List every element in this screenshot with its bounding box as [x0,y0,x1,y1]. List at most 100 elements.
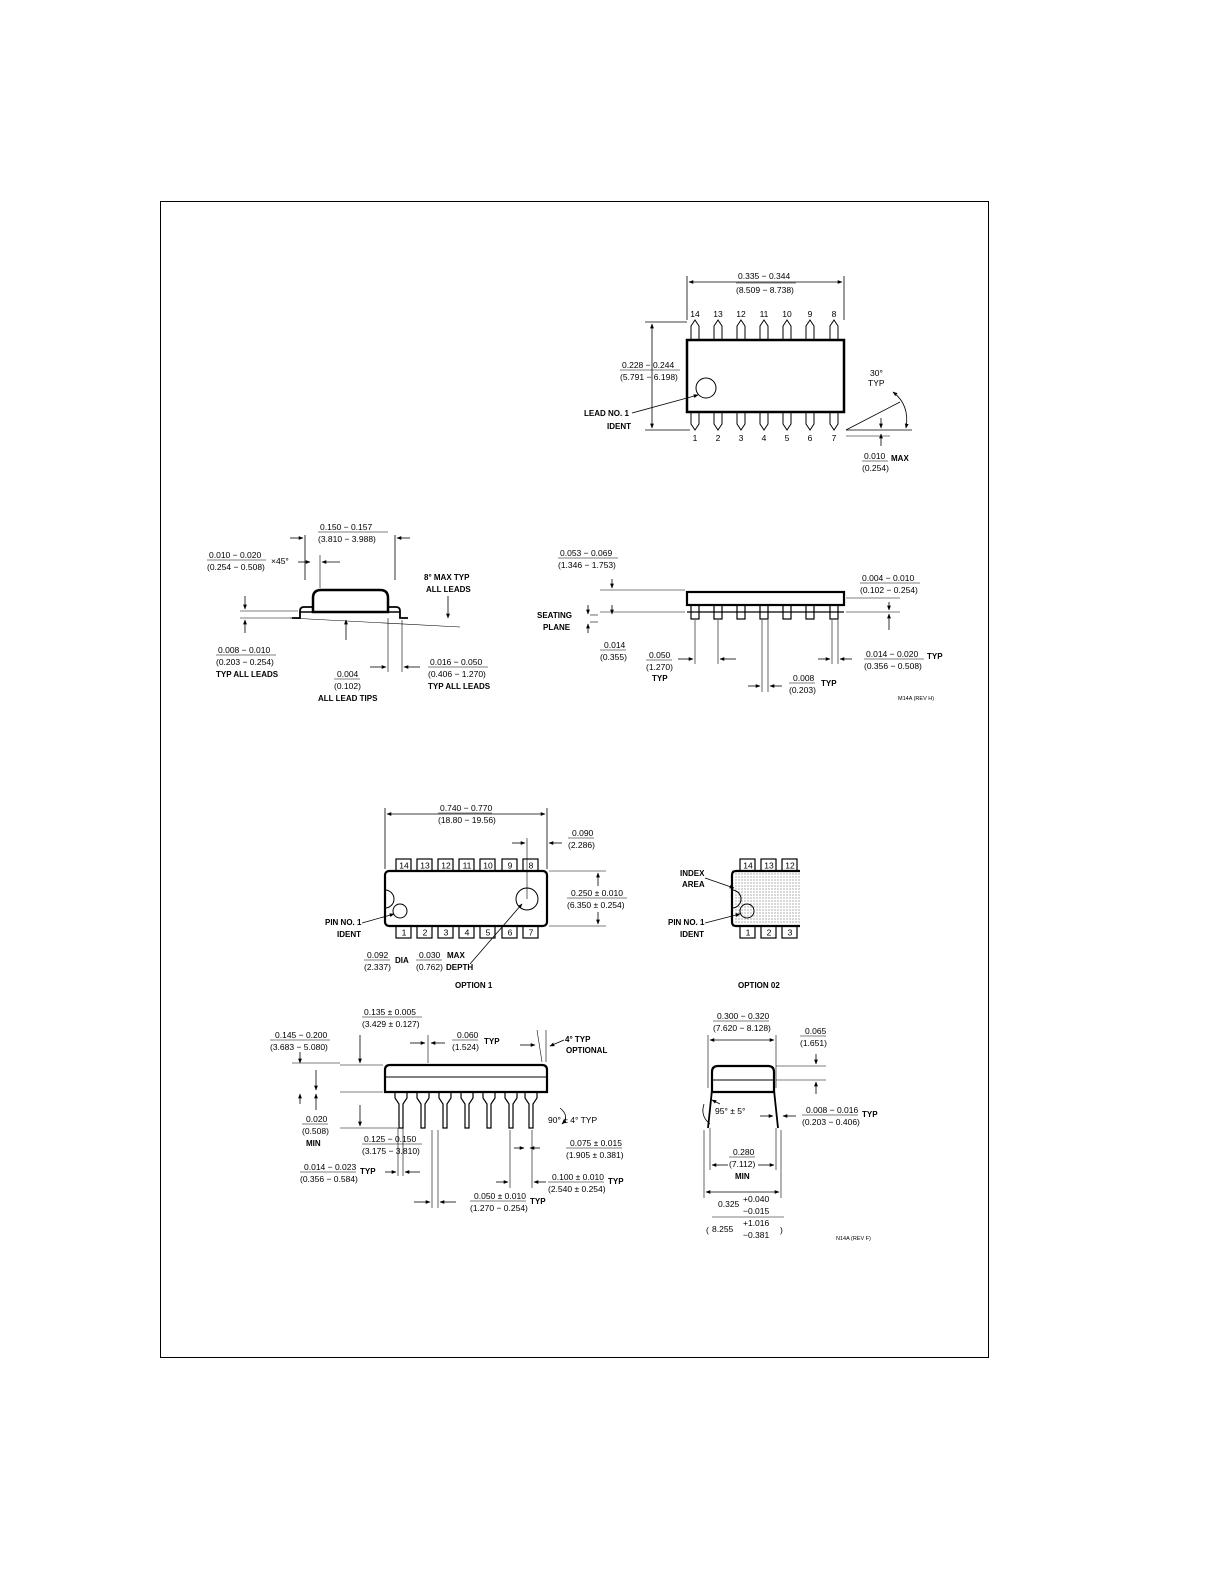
option02-pin-number: 14 [743,861,753,871]
svg-text:DIA: DIA [395,956,409,965]
svg-text:0.016 − 0.050: 0.016 − 0.050 [430,657,483,667]
svg-text:(0.203 − 0.254): (0.203 − 0.254) [216,657,274,667]
svg-text:0.014 − 0.020: 0.014 − 0.020 [866,649,919,659]
so14-pin-number: 7 [832,433,837,443]
dip14-pin-number: 13 [420,861,430,871]
dip14-pin-number: 11 [463,861,472,871]
svg-text:(3.429 ± 0.127): (3.429 ± 0.127) [362,1019,420,1029]
dip14-pin-bottom [522,925,539,939]
drawing-frame [160,201,989,1358]
svg-text:TYP: TYP [484,1037,500,1046]
svg-text:TYP: TYP [821,679,837,688]
so14-pin-number: 13 [713,309,723,319]
svg-text:0.008 − 0.010: 0.008 − 0.010 [218,645,271,655]
svg-text:0.060: 0.060 [457,1030,479,1040]
svg-text:(0.203): (0.203) [789,685,816,695]
svg-text:0.004 − 0.010: 0.004 − 0.010 [862,573,915,583]
svg-text:TYP: TYP [652,674,668,683]
svg-text:(: ( [706,1225,709,1235]
so14-side-view: 0.150 − 0.157 (3.810 − 3.988) 0.010 − 0.… [207,522,491,703]
svg-text:(0.356 − 0.508): (0.356 − 0.508) [864,661,922,671]
svg-text:(8.509 − 8.738): (8.509 − 8.738) [736,285,794,295]
so14-pin-top [782,319,792,340]
svg-text:(0.254 − 0.508): (0.254 − 0.508) [207,562,265,572]
svg-text:0.050 ± 0.010: 0.050 ± 0.010 [474,1191,526,1201]
svg-text:0.325: 0.325 [718,1199,740,1209]
option02-pin-bottom [760,925,777,939]
option02-caption: OPTION 02 [738,981,780,990]
svg-text:0.125 − 0.150: 0.125 − 0.150 [364,1134,417,1144]
svg-text:DEPTH: DEPTH [446,963,473,972]
svg-text:TYP: TYP [862,1110,878,1119]
so14-pin-number: 5 [785,433,790,443]
dip14-pin-number: 14 [399,861,409,871]
so14-pin-bottom [759,412,769,431]
svg-text:(6.350 ± 0.254): (6.350 ± 0.254) [567,900,625,910]
so14-front-lead [759,604,769,620]
svg-text:0.250 ± 0.010: 0.250 ± 0.010 [571,888,623,898]
svg-text:30°: 30° [870,368,883,378]
svg-text:8.255: 8.255 [712,1224,734,1234]
option1-caption: OPTION 1 [455,981,493,990]
so14-pin-bottom [713,412,723,431]
option02-pin-bottom [781,925,798,939]
dip14-pin-top [395,858,412,872]
dip14-pin-number: 1 [402,928,407,938]
svg-text:(7.620 − 8.128): (7.620 − 8.128) [713,1023,771,1033]
svg-text:TYP: TYP [927,652,943,661]
svg-text:(2.337): (2.337) [364,962,391,972]
dip14-side-view: 0.135 ± 0.005 (3.429 ± 0.127) 0.145 − 0.… [270,1007,624,1213]
svg-text:INDEX: INDEX [680,869,705,878]
svg-text:0.090: 0.090 [572,828,594,838]
svg-text:(2.540 ± 0.254): (2.540 ± 0.254) [548,1184,606,1194]
so14-revision: M14A (REV H) [898,696,934,702]
dip14-side-lead [524,1092,538,1129]
dip14-pin-top [501,858,518,872]
svg-text:TYP ALL LEADS: TYP ALL LEADS [216,670,279,679]
svg-text:0.065: 0.065 [805,1026,827,1036]
svg-text:IDENT: IDENT [680,930,704,939]
so14-pin-number: 14 [690,309,700,319]
option02-pin-top [739,858,756,872]
so14-pin-number: 6 [808,433,813,443]
so14-pin-number: 11 [760,309,769,319]
dip14-pin-number: 3 [444,928,449,938]
option02-pin-number: 2 [767,928,772,938]
svg-text:(0.102 − 0.254): (0.102 − 0.254) [860,585,918,595]
svg-text:IDENT: IDENT [607,422,631,431]
svg-text:(5.791 − 6.198): (5.791 − 6.198) [620,372,678,382]
dip14-pin-number: 7 [529,928,534,938]
svg-text:8° MAX TYP: 8° MAX TYP [424,573,470,582]
so14-front-view: 0.053 − 0.069 (1.346 − 1.753) SEATING PL… [537,548,943,702]
svg-text:(0.254): (0.254) [862,463,889,473]
svg-text:PIN NO. 1: PIN NO. 1 [668,918,705,927]
svg-text:−0.381: −0.381 [743,1230,770,1240]
option02-pin-number: 3 [788,928,793,938]
svg-text:0.050: 0.050 [649,650,671,660]
svg-text:(2.286): (2.286) [568,840,595,850]
svg-text:ALL LEADS: ALL LEADS [426,585,471,594]
dip14-pin-number: 12 [441,861,451,871]
svg-text:SEATING: SEATING [537,611,572,620]
so14-pin-top [690,319,700,340]
dip14-pin-top [416,858,433,872]
so14-front-lead [713,604,723,620]
svg-text:MAX: MAX [447,951,465,960]
svg-text:0.300 − 0.320: 0.300 − 0.320 [717,1011,770,1021]
dip14-pin-bottom [416,925,433,939]
so14-pin-top [736,319,746,340]
svg-text:PLANE: PLANE [543,623,571,632]
so14-pin-number: 9 [808,309,813,319]
dip14-side-lead [482,1092,496,1129]
svg-text:TYP: TYP [360,1167,376,1176]
svg-text:(1.524): (1.524) [452,1042,479,1052]
svg-text:): ) [780,1225,783,1235]
so14-front-lead [805,604,815,620]
svg-text:0.008 − 0.016: 0.008 − 0.016 [806,1105,859,1115]
svg-text:(7.112): (7.112) [729,1159,755,1169]
svg-text:(0.356 − 0.584): (0.356 − 0.584) [300,1174,358,1184]
so14-front-lead [782,604,792,620]
svg-text:0.014 − 0.023: 0.014 − 0.023 [304,1162,357,1172]
svg-text:(0.406 − 1.270): (0.406 − 1.270) [428,669,486,679]
